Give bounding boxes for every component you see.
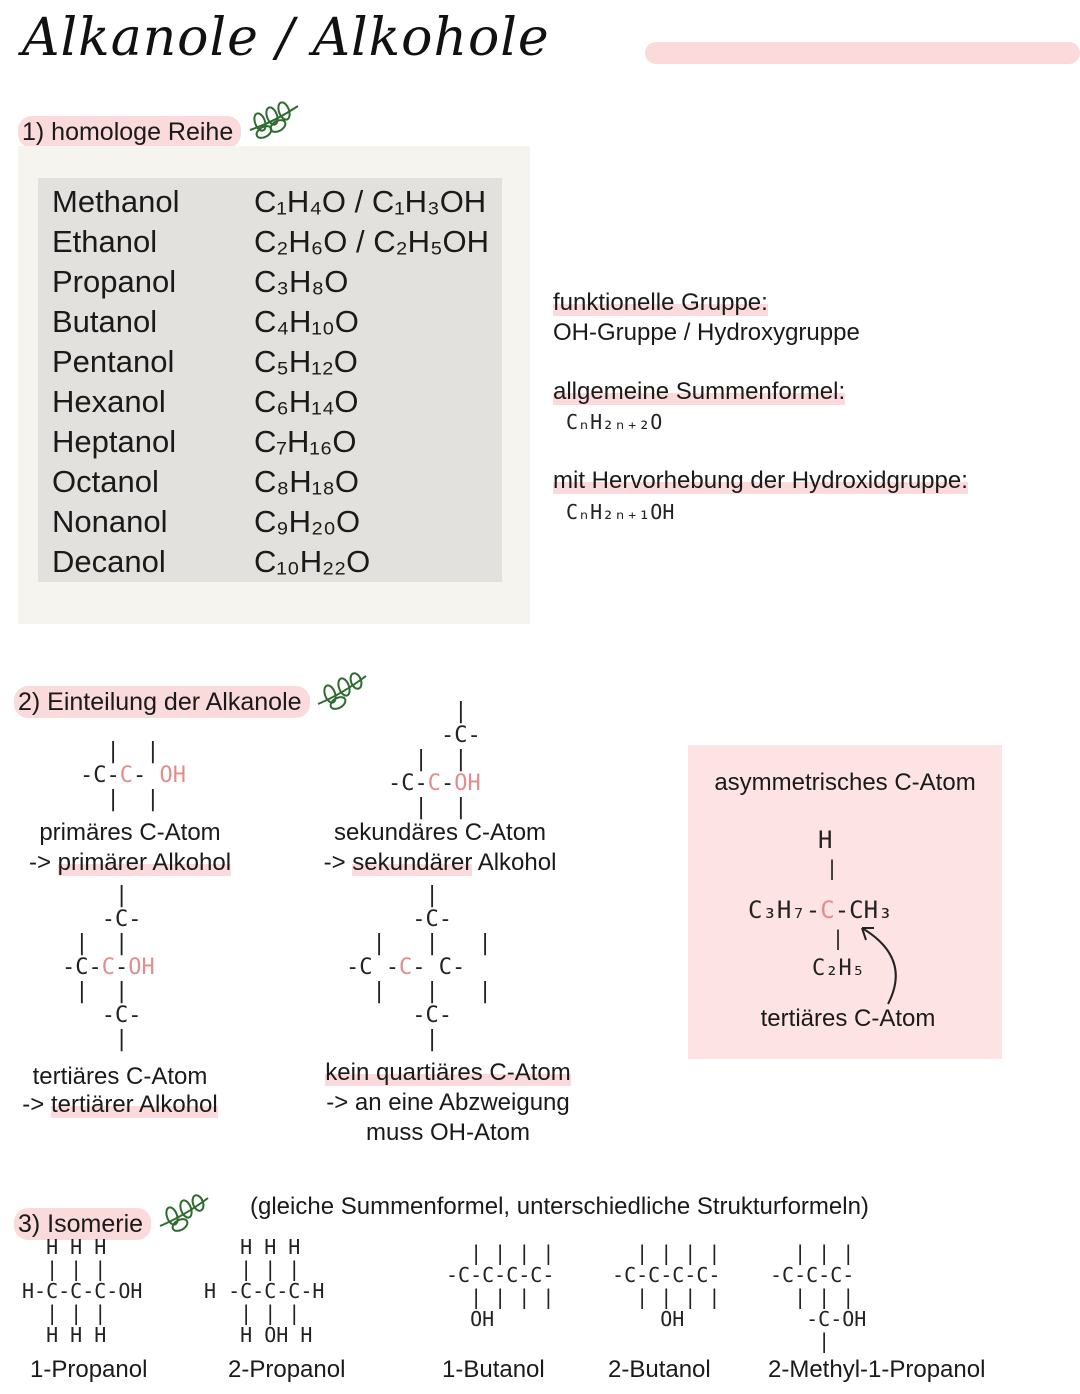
table-row-name: Ethanol [52, 224, 158, 259]
isomer-structure-2-propanol: H H H | | | H -C-C-C-H | | | H OH H [204, 1235, 325, 1347]
hydroxide-formula-value: CₙH₂ₙ₊₁OH [566, 500, 675, 524]
homologous-series-table [38, 178, 502, 582]
quaternary-caption-line3: muss OH-Atom [365, 1119, 530, 1146]
table-row-name: Octanol [52, 464, 159, 499]
table-row-formula: C₇H₁₆O [254, 424, 357, 459]
section1-heading-wrap: 1) homologe Reihe [18, 100, 302, 148]
isomer-label: 1-Butanol [442, 1356, 545, 1383]
title-underline-bar [645, 42, 1080, 64]
isomer-structure-2-butanol: | | | | -C-C-C-C- | | | | OH [600, 1241, 721, 1331]
primary-caption-line2: -> primärer Alkohol [28, 849, 232, 876]
section2-heading: 2) Einteilung der Alkanole [14, 686, 310, 718]
asymmetric-caption: tertiäres C-Atom [760, 1005, 936, 1032]
table-row-name: Nonanol [52, 504, 168, 539]
asym-formula-row: C₃H₇-C-CH₃ [748, 896, 893, 924]
table-row-name: Pentanol [52, 344, 175, 379]
isomer-structure-2-methyl-1-propanol: | | | -C-C-C- | | | -C-OH | [770, 1241, 867, 1353]
isomerism-subtitle: (gleiche Summenformel, unterschiedliche … [250, 1193, 869, 1220]
table-row-formula: C₄H₁₀O [254, 304, 359, 339]
isomer-label: 1-Propanol [30, 1356, 148, 1383]
table-row-name: Methanol [52, 184, 180, 219]
table-row-name: Heptanol [52, 424, 177, 459]
table-row-formula: C₁₀H₂₂O [254, 544, 371, 579]
table-row-name: Propanol [52, 264, 177, 299]
asym-bond-bottom: | [832, 926, 845, 950]
primary-caption-line1: primäres C-Atom [39, 819, 221, 846]
leaf-icon [156, 1192, 212, 1237]
hydroxide-label: mit Hervorhebung der Hydroxidgruppe: [553, 467, 968, 494]
primary-structure: | | -C-C- OH | | [80, 739, 186, 812]
quaternary-caption-line1: kein quartiäres C-Atom [325, 1059, 571, 1086]
secondary-caption-line2: -> sekundärer Alkohol [323, 849, 557, 876]
tertiary-caption-line2: -> tertiärer Alkohol [22, 1091, 218, 1118]
quaternary-structure: | -C- | | | -C -C- C- | | | -C- | [346, 883, 492, 1052]
asym-arrow-icon [861, 927, 897, 1005]
isomer-structure-1-butanol: | | | | -C-C-C-C- | | | | OH [446, 1241, 555, 1331]
section3-heading-wrap: 3) Isomerie [14, 1192, 212, 1240]
table-row-name: Butanol [52, 304, 158, 339]
general-formula-value: CₙH₂ₙ₊₂O [566, 410, 663, 434]
tertiary-structure: | -C- | | -C-C-OH | | -C- | [62, 883, 155, 1052]
secondary-caption-line1: sekundäres C-Atom [333, 819, 547, 846]
isomer-label: 2-Methyl-1-Propanol [768, 1356, 986, 1383]
table-row-formula: C₈H₁₈O [254, 464, 360, 499]
section2-heading-wrap: 2) Einteilung der Alkanole [14, 670, 370, 718]
asym-bond-top: | [826, 856, 839, 880]
section3-heading: 3) Isomerie [14, 1208, 152, 1240]
table-row-formula: C₂H₆O / C₂H₅OH [254, 224, 490, 259]
isomer-label: 2-Butanol [608, 1356, 711, 1383]
asymmetric-carbon-box [688, 745, 1002, 1059]
general-formula-label: allgemeine Summenformel: [553, 378, 846, 405]
leaf-icon [314, 670, 370, 715]
table-row-formula: C₉H₂₀O [254, 504, 361, 539]
leaf-icon [246, 100, 302, 145]
tertiary-caption-line1: tertiäres C-Atom [32, 1063, 208, 1090]
table-row-name: Decanol [52, 544, 166, 579]
functional-group-value: OH-Gruppe / Hydroxygruppe [553, 319, 860, 346]
secondary-structure: | -C- | | -C-C-OH | | [388, 699, 481, 820]
isomer-label: 2-Propanol [228, 1356, 346, 1383]
asym-bottom-group: C₂H₅ [812, 956, 865, 981]
section1-heading: 1) homologe Reihe [18, 116, 242, 148]
table-row-formula: C₁H₄O / C₁H₃OH [254, 184, 487, 219]
functional-group-label: funktionelle Gruppe: [553, 289, 768, 316]
asymmetric-title: asymmetrisches C-Atom [714, 769, 976, 796]
table-row-name: Hexanol [52, 384, 166, 419]
table-row-formula: C₆H₁₄O [254, 384, 359, 419]
isomer-structure-1-propanol: H H H | | | H-C-C-C-OH | | | H H H [22, 1235, 143, 1347]
table-row-formula: C₅H₁₂O [254, 344, 358, 379]
quaternary-caption-line2: -> an eine Abzweigung [326, 1089, 570, 1116]
page-title: Alkanole / Alkohole [22, 8, 550, 68]
table-row-formula: C₃H₈O [254, 264, 349, 299]
asym-h: H [818, 826, 833, 854]
